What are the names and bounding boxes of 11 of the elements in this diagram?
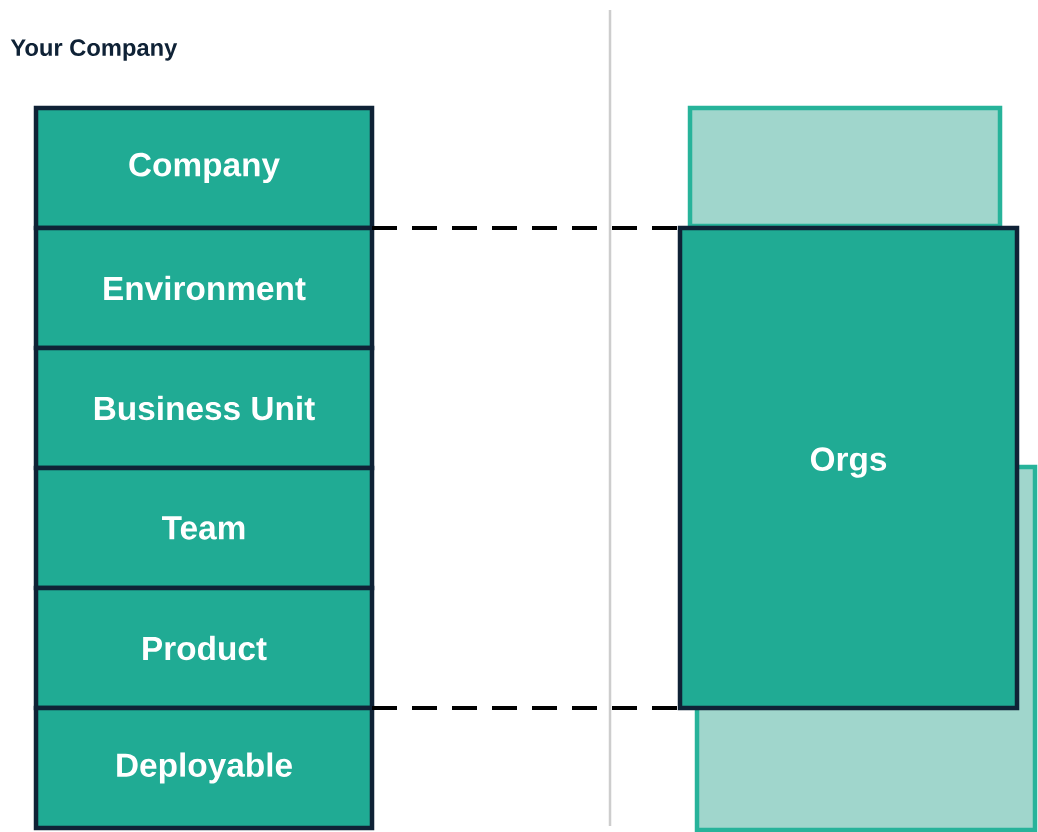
stack-box: Business Unit — [33, 345, 375, 471]
connector-line — [372, 706, 680, 710]
stack-box: Product — [33, 585, 375, 711]
orgs-box: Orgs — [677, 225, 1020, 711]
column-heading: Your Company — [10, 39, 178, 61]
stack-box: Team — [33, 465, 375, 591]
background-box — [687, 105, 1003, 229]
stack-box: Company — [33, 105, 375, 231]
stack-box: Environment — [33, 225, 375, 351]
connector-line — [372, 226, 680, 230]
stack-box: Deployable — [33, 705, 375, 831]
